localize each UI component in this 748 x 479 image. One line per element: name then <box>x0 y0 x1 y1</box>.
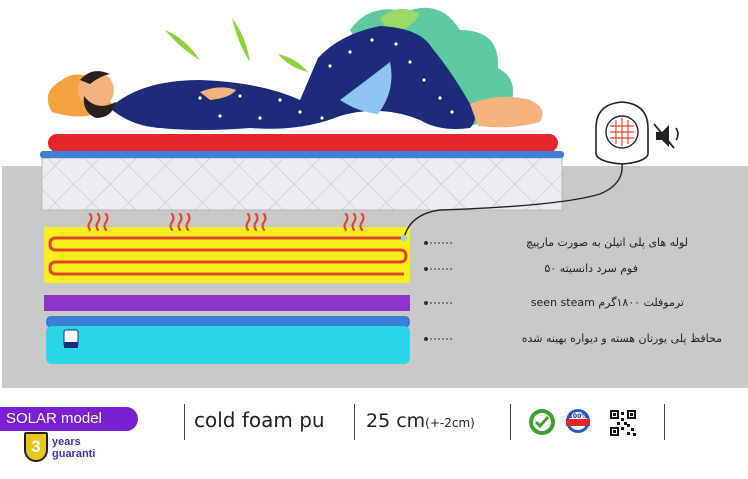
thickness-text: 25 cm(+-2cm) <box>366 410 475 432</box>
material-text: cold foam pu <box>194 408 325 432</box>
thickness-value: 25 cm <box>366 410 426 432</box>
warranty-line-2: guaranti <box>52 448 96 460</box>
topper-red <box>48 134 558 152</box>
leaf-2 <box>232 18 250 62</box>
layer-label-tubes: لوله های پلی اتیلن به صورت مارپیچ <box>525 236 688 249</box>
heating-tube <box>48 236 408 276</box>
pajama-dots <box>198 38 454 120</box>
footer-divider-1 <box>184 404 185 440</box>
topper-blue-strip <box>40 151 564 158</box>
thickness-tolerance: (+-2cm) <box>425 416 475 430</box>
mute-icon <box>653 123 679 149</box>
model-badge: SOLAR model <box>0 407 138 431</box>
heater-cable <box>403 163 623 239</box>
person-beard <box>83 96 116 118</box>
footer-divider-4 <box>664 404 665 440</box>
guarantee-100-icon: 100% <box>566 409 590 433</box>
qr-code-icon <box>610 410 636 436</box>
layer-label-thermo: ترموفلت ۱۸۰۰گرم seen steam <box>530 296 684 309</box>
thermo-felt-layer <box>44 295 410 311</box>
person-feet <box>470 96 543 128</box>
leaf-1 <box>165 30 200 60</box>
check-badge-icon <box>529 409 555 435</box>
person-body <box>110 26 475 130</box>
warranty-shield-icon: 3 <box>24 432 48 462</box>
warranty-line-1: years <box>52 436 81 448</box>
warranty-text: years guaranti <box>52 436 95 460</box>
leader-lines <box>426 242 452 340</box>
person-arm <box>200 87 236 100</box>
heat-wave-icon <box>87 212 365 232</box>
layer-label-protector: محافظ پلی یورتان هسته و دیواره بهینه شده <box>521 332 722 345</box>
heater-icon <box>595 101 649 165</box>
person-hair <box>80 71 110 84</box>
svg-text:100%: 100% <box>569 413 588 420</box>
protector-top-strip <box>46 316 410 328</box>
protector-layer <box>46 326 410 364</box>
footer-divider-3 <box>510 404 511 440</box>
layer-label-foam: فوم سرد دانسیته ۵۰ <box>544 262 638 275</box>
pajama-light-patch <box>340 62 392 114</box>
frame-notch <box>562 150 748 166</box>
footer-divider-2 <box>354 404 355 440</box>
warranty-number: 3 <box>31 437 41 456</box>
leaf-3 <box>278 54 308 72</box>
quilted-layer <box>41 157 563 211</box>
